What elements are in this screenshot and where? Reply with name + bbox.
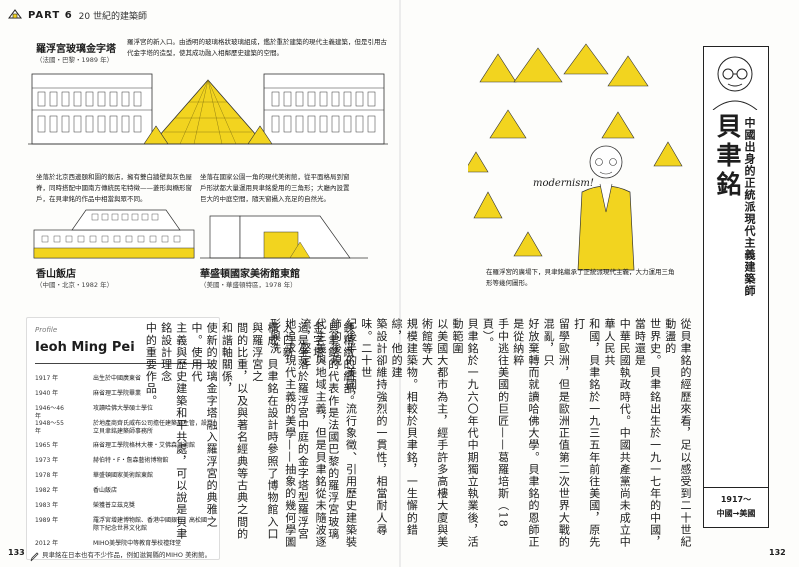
profile-card: Profile Ieoh Ming Pei 1917 年 出生於中國廣東省 194… <box>26 317 220 560</box>
timeline-event: 赫伯特・F・詹森藝術博物館 <box>93 457 169 464</box>
timeline-year: 1989 年 <box>35 517 59 524</box>
timeline-year: 1917 年 <box>35 375 59 382</box>
architect-subtitle: 中國出身的正統派現代主義建築師 <box>743 117 756 297</box>
timeline-event: MIHO美學院中等教育學校禮拜堂 <box>93 540 182 547</box>
building-icon <box>8 8 22 22</box>
text-column: 和國，貝聿銘於一九三五年前往美國，原先打 <box>572 318 601 548</box>
text-column: 好放棄轉而就讀哈佛大學。貝聿銘的恩師正是從納粹 <box>511 318 540 548</box>
text-column: 代主義與地域主義，但是貝聿銘從未隨波逐流，堅定 <box>298 318 328 548</box>
pencil-icon <box>30 547 39 566</box>
timeline-year: 1978 年 <box>35 472 59 479</box>
page-header: PART 6 20 世紀的建築師 <box>8 8 147 22</box>
right-page-number: 132 <box>769 548 786 557</box>
text-column: 紀後半的美國，流行象徵、引用歷史建築裝飾的後現 <box>329 318 358 548</box>
nga-title: 華盛頓國家美術館東館 <box>200 269 300 280</box>
timeline-year: 2012 年 <box>35 540 59 547</box>
profile-label: Profile <box>35 326 58 334</box>
text-column: 從貝聿銘的經歷來看，足以感受到二十世紀動盪的 <box>663 318 692 548</box>
timeline-event: 麻省理工學院格林大樓・艾佛森美術館 <box>93 442 196 449</box>
xiangshan-meta: （中國・北京・1982 年） <box>36 281 114 289</box>
nga-illustration <box>200 215 368 259</box>
text-column: 主義與歷史建築和平共處，可以說是貝聿銘設計理念 <box>159 322 188 540</box>
migration-route: 中國→美國 <box>716 509 756 518</box>
louvre-meta: （法國・巴黎・1989 年） <box>36 56 114 64</box>
modernism-exclamation: modernism! <box>533 178 594 189</box>
timeline-year: 1940 年 <box>35 390 59 397</box>
timeline-year: 1973 年 <box>35 457 59 464</box>
footnote: 貝聿銘在日本也有不少作品，例如滋賀縣的MIHO 美術館。 <box>42 551 212 559</box>
timeline-event: 出生於中國廣東省 <box>93 375 142 382</box>
text-column: 中的重要作品。 <box>144 322 158 407</box>
xiangshan-caption: 坐落於北京西邊頤和園的飯店，擁有雙白牆壁與灰色屋脊，同時搭配中國南方傳統民宅特徵… <box>36 173 192 203</box>
text-column: 貝聿銘的代表作是法國巴黎的羅浮宮玻璃金字塔。 <box>311 322 340 540</box>
chapter-title: 20 世紀的建築師 <box>78 11 147 22</box>
text-column: 地追求現代主義的美學——抽象的幾何學圖形與洗 <box>268 318 297 548</box>
louvre-caption: 羅浮宮的新入口。由透明的玻璃格狀玻璃組成，鑑於重於建築的現代主義建築，但是引用古… <box>127 38 387 57</box>
architect-name-panel <box>703 46 769 500</box>
xiangshan-illustration <box>33 209 195 259</box>
years-box: 1917～ 中國→美國 <box>703 487 769 528</box>
text-column: 中華民國執政時代。中國共產黨尚未成立中華人民共 <box>602 318 632 548</box>
timeline-event: 榮獲普立茲克獎 <box>93 502 136 509</box>
text-column: 間的比重，以及與著名經典等古典之間的和諧軸關係， <box>220 322 249 540</box>
timeline-event: 香山飯店 <box>93 487 118 494</box>
birth-year: 1917～ <box>720 495 752 504</box>
text-column: 以美國大都市為主，經手許多高樓大廈與美術館等大 <box>420 318 449 548</box>
timeline-year: 1983 年 <box>35 502 59 509</box>
timeline-year: 1965 年 <box>35 442 59 449</box>
right-body-text: 從貝聿銘的經歷來看，足以感受到二十世紀動盪的 世界史。貝聿銘出生於一九一七年的中… <box>269 318 693 548</box>
timeline-event: 攻讀哈佛大學碩士學位 <box>93 405 154 412</box>
spine-divider <box>399 0 401 567</box>
timeline-event: 麻省理工學院畢業 <box>93 390 142 397</box>
nga-caption: 坐落在國家公園一角的現代美術館，從平面格局到窗戶形狀都大量運用貝聿銘愛用的三角形… <box>200 173 350 203</box>
nga-meta: （美國・華盛頓特區，1978 年） <box>200 281 297 289</box>
text-column: 手中逃往美國的巨匠——葛羅培斯（18頁）。 <box>481 318 510 528</box>
profile-divider <box>35 363 211 364</box>
text-column: 使新的玻璃金字塔融入羅浮宮的典雅之中。使用代 <box>189 322 219 528</box>
architect-name: 貝聿銘 <box>713 113 742 200</box>
timeline-event: 於地產商齊氏威布公司擔任建築部主管，設立貝聿銘建築師事務所 <box>93 420 208 435</box>
louvre-illustration <box>28 73 388 145</box>
text-column: 貝聿銘於一九六〇年代中期獨立執業後，活動範圍 <box>450 318 480 548</box>
louvre-title: 羅浮宮玻璃金字塔 <box>36 44 116 55</box>
timeline-year: 1946～46 年 <box>35 405 64 420</box>
text-column: 這是坐落於羅浮宮中庭的金字塔型羅浮宮入口新 <box>281 322 310 540</box>
text-column: 規模建築物。相較於貝聿銘，一生懈的錯綜，他的建 <box>390 318 419 536</box>
timeline-event: 羅浮宮增建博物館、香港中國銀行、高松國際下紀念世界文化館 <box>93 517 208 532</box>
profile-name: Ieoh Ming Pei <box>35 340 135 355</box>
xiangshan-title: 香山飯店 <box>36 269 76 280</box>
pei-portrait-icon <box>712 56 758 110</box>
text-column: 構成。貝聿銘在設計時參照了博物館入口與羅浮宮之 <box>250 322 279 540</box>
left-body-text: 鍊精緻的細部。 貝聿銘的代表作是法國巴黎的羅浮宮玻璃金字塔。 這是坐落於羅浮宮中… <box>144 322 356 548</box>
text-column: 鍊精緻的細部。 <box>342 322 355 407</box>
pei-sketch-illustration <box>468 43 683 271</box>
text-column: 留學歐洲，但是歐洲正值第二次世界大戰的混亂，只 <box>542 318 571 548</box>
timeline-year: 1948～55 年 <box>35 420 64 435</box>
timeline-event: 華盛頓國家美術館東館 <box>93 472 154 479</box>
sketch-caption: 在羅浮宮的廣場下，貝聿銘繼承了正統派現代主義，大力運用三角形等幾何圖形。 <box>486 268 675 287</box>
timeline-year: 1982 年 <box>35 487 59 494</box>
text-column: 世界史。貝聿銘出生於一九一七年的中國，當時還是 <box>633 318 662 548</box>
left-page-number: 133 <box>8 548 25 557</box>
part-label: PART 6 <box>28 9 73 21</box>
text-column: 築設計卻維持強烈的一貫性，相當耐人尋味。二十世 <box>359 318 388 536</box>
